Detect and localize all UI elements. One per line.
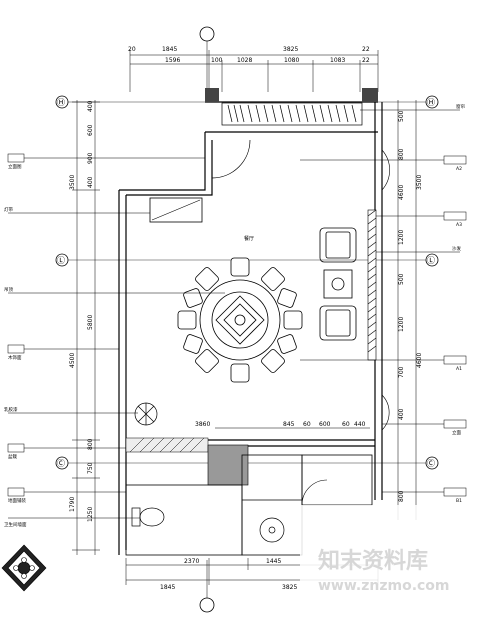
dim-left-3: 600 xyxy=(87,124,94,136)
dim-right-7: 1200 xyxy=(398,317,405,332)
left-callout-5: 乳胶漆 xyxy=(4,406,18,413)
dim-top-4: 22 xyxy=(362,46,370,53)
axis-label-left-2: Ⓛ xyxy=(57,256,65,265)
dim-top-2: 1845 xyxy=(162,46,177,53)
dim-inner-5: 60 xyxy=(342,421,350,428)
wash-basin xyxy=(259,517,285,543)
dim-left-1: 3500 xyxy=(69,175,76,190)
dim-top-detail-4: 1080 xyxy=(284,57,299,64)
armchair-bottom xyxy=(319,305,357,341)
right-callout-7: B1 xyxy=(456,498,462,504)
left-callout-lines xyxy=(8,157,225,519)
dim-right-4: 3500 xyxy=(416,175,423,190)
dim-right-5: 1200 xyxy=(398,230,405,245)
dining-chairs xyxy=(177,257,303,383)
top-dimensions xyxy=(129,50,379,92)
right-callout-6: 立面 xyxy=(452,429,461,436)
column-top-right xyxy=(362,88,378,102)
dim-inner-2: 845 xyxy=(283,421,295,428)
stone-column xyxy=(207,444,249,486)
dim-left-9: 750 xyxy=(87,462,94,474)
dim-top-detail-2: 100 xyxy=(211,57,223,64)
dim-top-detail-1: 1596 xyxy=(165,57,180,64)
lower-wall-band xyxy=(125,437,209,453)
left-dimensions xyxy=(72,100,100,555)
dim-left-10: 1790 xyxy=(69,497,76,512)
left-callout-1: 立面图 xyxy=(8,163,22,170)
dim-right-2: 800 xyxy=(398,148,405,160)
right-callout-3: 沙发 xyxy=(452,245,461,252)
axis-bubble-top xyxy=(199,26,215,42)
watermark: 知末资料库 www.znzmo.com xyxy=(300,505,480,605)
dim-inner-4: 600 xyxy=(319,421,331,428)
axis-label-right-3: Ⓒ xyxy=(427,459,435,468)
dim-right-8: 4600 xyxy=(416,353,423,368)
walls xyxy=(118,101,383,555)
right-callout-5: A1 xyxy=(456,366,462,372)
dining-table xyxy=(199,279,281,361)
left-callout-6: 盆栽 xyxy=(8,453,17,460)
right-callout-4: A3 xyxy=(456,222,462,228)
side-table xyxy=(323,269,353,299)
window-blinds xyxy=(221,102,363,126)
dim-inner-1: 3860 xyxy=(195,421,210,428)
axis-label-right-1: Ⓗ xyxy=(427,98,435,107)
dim-right-11: 800 xyxy=(398,490,405,502)
dim-right-10: 400 xyxy=(398,408,405,420)
dim-right-9: 700 xyxy=(398,366,405,378)
dim-inner-6: 440 xyxy=(354,421,366,428)
left-callout-2: 灯带 xyxy=(4,206,13,213)
potted-plant xyxy=(134,402,158,426)
watermark-url: www.znzmo.com xyxy=(318,578,450,594)
dim-bottom-2: 1845 xyxy=(160,584,175,591)
dim-bottom-4: 1445 xyxy=(266,558,281,565)
cabinet xyxy=(149,197,203,223)
axis-label-left-1: Ⓗ xyxy=(57,98,65,107)
dim-left-2: 400 xyxy=(87,100,94,112)
right-callout-lines xyxy=(300,109,460,493)
dim-top-detail-5: 1083 xyxy=(330,57,345,64)
left-callout-4: 木饰面 xyxy=(8,354,22,361)
toilet xyxy=(131,507,165,527)
column-top-left xyxy=(205,88,219,102)
dim-top-detail-3: 1028 xyxy=(237,57,252,64)
dim-left-11: 1250 xyxy=(87,507,94,522)
left-callout-7: 地面铺装 xyxy=(8,497,26,504)
dim-left-5: 400 xyxy=(87,176,94,188)
right-callout-1: 窗帘 xyxy=(456,103,465,110)
dim-right-3: 4600 xyxy=(398,185,405,200)
left-callout-8: 卫生间墙面 xyxy=(4,521,27,528)
dim-right-1: 500 xyxy=(398,110,405,122)
dim-left-6: 5800 xyxy=(87,315,94,330)
room-label: 餐厅 xyxy=(244,235,254,242)
left-callout-3: 吊顶 xyxy=(4,287,13,293)
axis-label-left-3: Ⓒ xyxy=(57,459,65,468)
axis-label-right-2: Ⓛ xyxy=(427,256,435,265)
dim-left-8: 800 xyxy=(87,438,94,450)
dim-top-3: 3825 xyxy=(283,46,298,53)
right-callout-2: A2 xyxy=(456,166,462,172)
dim-inner-3: 60 xyxy=(303,421,311,428)
right-wall-windows xyxy=(367,209,377,361)
dim-right-6: 500 xyxy=(398,273,405,285)
dim-left-7: 4500 xyxy=(69,353,76,368)
dim-top-detail-6: 22 xyxy=(362,57,370,64)
axis-bubble-bottom xyxy=(199,597,215,613)
dim-top-1: 20 xyxy=(128,46,136,53)
watermark-title: 知末资料库 xyxy=(318,548,428,574)
right-dimensions xyxy=(397,100,417,520)
floor-tile-pattern xyxy=(1,544,47,592)
dim-bottom-3: 3825 xyxy=(282,584,297,591)
armchair-top xyxy=(319,227,357,263)
dim-bottom-1: 2370 xyxy=(184,558,199,565)
door-swing xyxy=(211,139,251,179)
